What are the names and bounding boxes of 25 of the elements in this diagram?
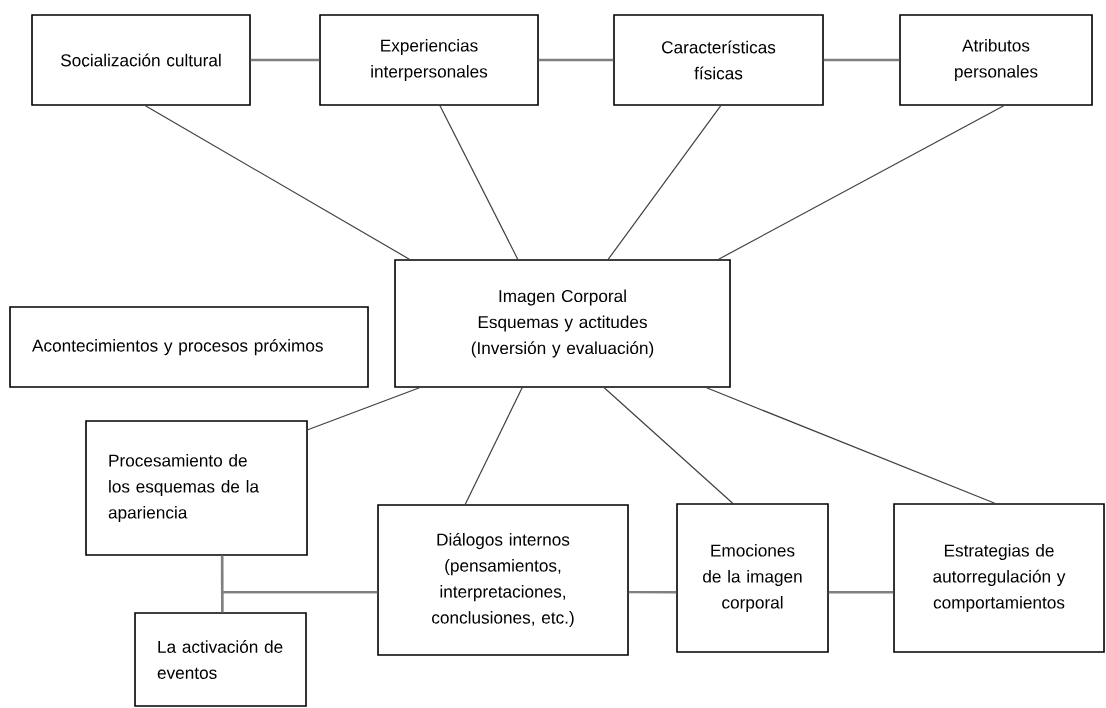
process-box: La activación de eventos xyxy=(134,612,307,707)
connector-line xyxy=(603,387,734,504)
connector-line xyxy=(607,105,722,260)
process-box: Diálogos internos (pensamientos, interpretaciones, conclusiones, etc.) xyxy=(377,504,629,656)
connector-line xyxy=(828,591,894,594)
connector-line xyxy=(144,105,410,260)
connector-line xyxy=(538,58,614,62)
process-box: Socialización cultural xyxy=(31,14,251,106)
connector-line xyxy=(307,387,421,431)
process-box: Experiencias interpersonales xyxy=(319,14,539,106)
process-box: Procesamiento de los esquemas de la apariencia xyxy=(85,420,308,556)
process-box: Emociones de la imagen corporal xyxy=(676,503,829,653)
connector-line xyxy=(628,590,677,594)
process-box: Imagen Corporal Esquemas y actitudes (Inversión y evaluación) xyxy=(394,259,731,388)
connector-line xyxy=(439,105,519,260)
connector-line xyxy=(250,58,320,62)
connector-line xyxy=(221,590,378,613)
connector-line xyxy=(705,387,996,504)
connector-line xyxy=(823,58,900,62)
connector-line xyxy=(718,105,1005,260)
connector-line xyxy=(464,387,523,505)
process-box: Estrategias de autorregulación y comportamientos xyxy=(893,503,1105,653)
process-box: Atributos personales xyxy=(899,14,1093,106)
process-box: Características físicas xyxy=(613,14,824,106)
process-box: Acontecimientos y procesos próximos xyxy=(9,306,369,388)
